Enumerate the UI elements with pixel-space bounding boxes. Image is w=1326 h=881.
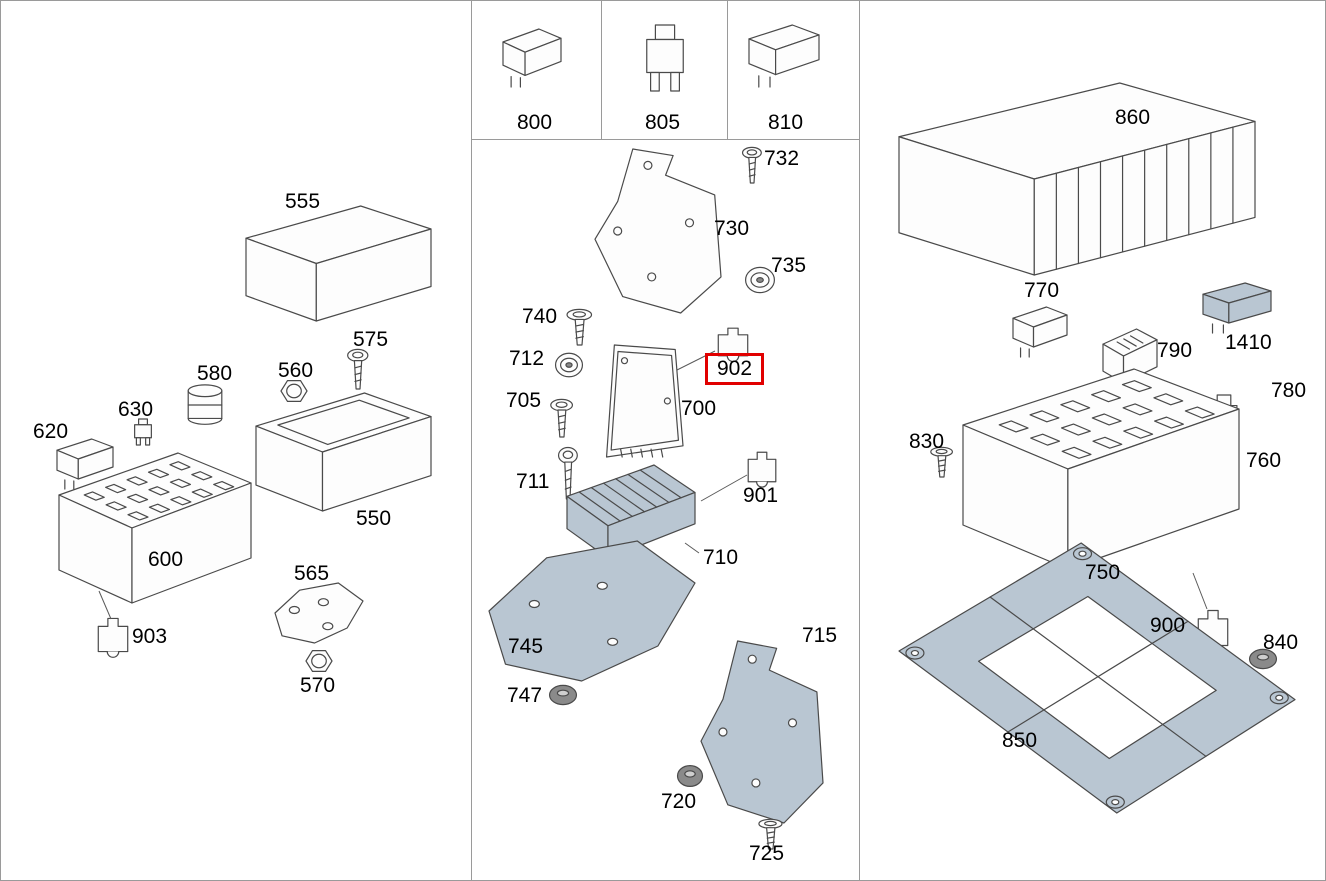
panel-divider-right	[859, 1, 860, 880]
part-drawing-903	[97, 617, 129, 658]
part-drawing-620	[56, 438, 114, 490]
part-label-790[interactable]: 790	[1157, 339, 1193, 362]
part-label-735[interactable]: 735	[771, 254, 807, 277]
part-drawing-575	[347, 348, 369, 390]
part-label-575[interactable]: 575	[353, 328, 389, 351]
part-drawing-747	[548, 684, 578, 706]
part-label-1410[interactable]: 1410	[1225, 331, 1272, 354]
part-drawing-750	[962, 368, 1240, 570]
part-label-705[interactable]: 705	[506, 389, 542, 412]
part-drawing-850	[898, 542, 1296, 814]
part-label-720[interactable]: 720	[661, 790, 697, 813]
part-label-550[interactable]: 550	[356, 507, 392, 530]
part-label-732[interactable]: 732	[764, 147, 800, 170]
part-label-860[interactable]: 860	[1115, 106, 1151, 129]
part-label-740[interactable]: 740	[522, 305, 558, 328]
part-drawing-705	[550, 398, 573, 438]
part-drawing-711	[557, 446, 578, 500]
leader-line-710	[684, 542, 700, 554]
part-label-750[interactable]: 750	[1085, 561, 1121, 584]
part-drawing-745	[488, 540, 696, 682]
part-drawing-740	[566, 308, 593, 346]
leader-line-903	[98, 590, 112, 620]
part-label-780[interactable]: 780	[1271, 379, 1307, 402]
part-drawing-800	[502, 28, 562, 88]
part-drawing-860	[898, 82, 1256, 276]
reference-cell-divider-1	[601, 1, 602, 139]
part-drawing-630	[134, 418, 152, 446]
panel-divider-left	[471, 1, 472, 880]
part-label-580[interactable]: 580	[197, 362, 233, 385]
part-label-620[interactable]: 620	[33, 420, 69, 443]
part-label-840[interactable]: 840	[1263, 631, 1299, 654]
part-label-712[interactable]: 712	[509, 347, 545, 370]
part-label-903[interactable]: 903	[132, 625, 168, 648]
part-label-711[interactable]: 711	[516, 470, 550, 493]
part-drawing-810	[748, 24, 820, 88]
part-label-700[interactable]: 700	[681, 397, 717, 420]
part-label-570[interactable]: 570	[300, 674, 336, 697]
part-label-810[interactable]: 810	[768, 111, 804, 134]
part-drawing-565	[274, 582, 364, 644]
leader-line-901	[700, 474, 748, 502]
reference-cell-divider-2	[727, 1, 728, 139]
part-drawing-840	[1248, 648, 1278, 670]
part-drawing-1410	[1202, 282, 1272, 334]
part-drawing-720	[676, 764, 704, 787]
part-label-555[interactable]: 555	[285, 190, 321, 213]
part-label-901[interactable]: 901	[743, 484, 779, 507]
part-drawing-735	[744, 266, 775, 294]
part-label-830[interactable]: 830	[909, 430, 945, 453]
leader-line-900	[1192, 572, 1208, 610]
part-label-600[interactable]: 600	[148, 548, 184, 571]
part-label-715[interactable]: 715	[802, 624, 838, 647]
part-label-850[interactable]: 850	[1002, 729, 1038, 752]
part-label-805[interactable]: 805	[645, 111, 681, 134]
part-label-745[interactable]: 745	[508, 635, 544, 658]
part-drawing-730	[594, 148, 722, 314]
part-drawing-560	[280, 380, 308, 402]
part-drawing-715	[700, 640, 824, 824]
part-label-630[interactable]: 630	[118, 398, 154, 421]
part-drawing-830	[930, 446, 953, 478]
part-label-725[interactable]: 725	[749, 842, 785, 865]
part-label-760[interactable]: 760	[1246, 449, 1282, 472]
part-label-770[interactable]: 770	[1024, 279, 1060, 302]
part-drawing-600	[58, 452, 252, 604]
part-drawing-790	[1102, 328, 1158, 384]
part-label-800[interactable]: 800	[517, 111, 553, 134]
part-label-730[interactable]: 730	[714, 217, 750, 240]
part-drawing-805	[646, 24, 684, 92]
part-drawing-570	[305, 650, 333, 672]
part-drawing-555	[245, 205, 432, 322]
part-drawing-712	[554, 352, 584, 378]
part-drawing-700	[605, 344, 684, 458]
part-drawing-580	[187, 384, 223, 425]
part-drawing-901	[747, 451, 777, 488]
part-label-565[interactable]: 565	[294, 562, 330, 585]
part-label-560[interactable]: 560	[278, 359, 314, 382]
part-label-710[interactable]: 710	[703, 546, 739, 569]
part-drawing-770	[1012, 306, 1068, 358]
part-drawing-732	[741, 146, 762, 184]
part-label-902-highlighted[interactable]: 902	[705, 353, 765, 386]
reference-row-divider	[471, 139, 859, 140]
part-drawing-725	[758, 818, 783, 850]
part-label-900[interactable]: 900	[1150, 614, 1186, 637]
part-drawing-550	[255, 392, 432, 512]
part-label-747[interactable]: 747	[507, 684, 543, 707]
